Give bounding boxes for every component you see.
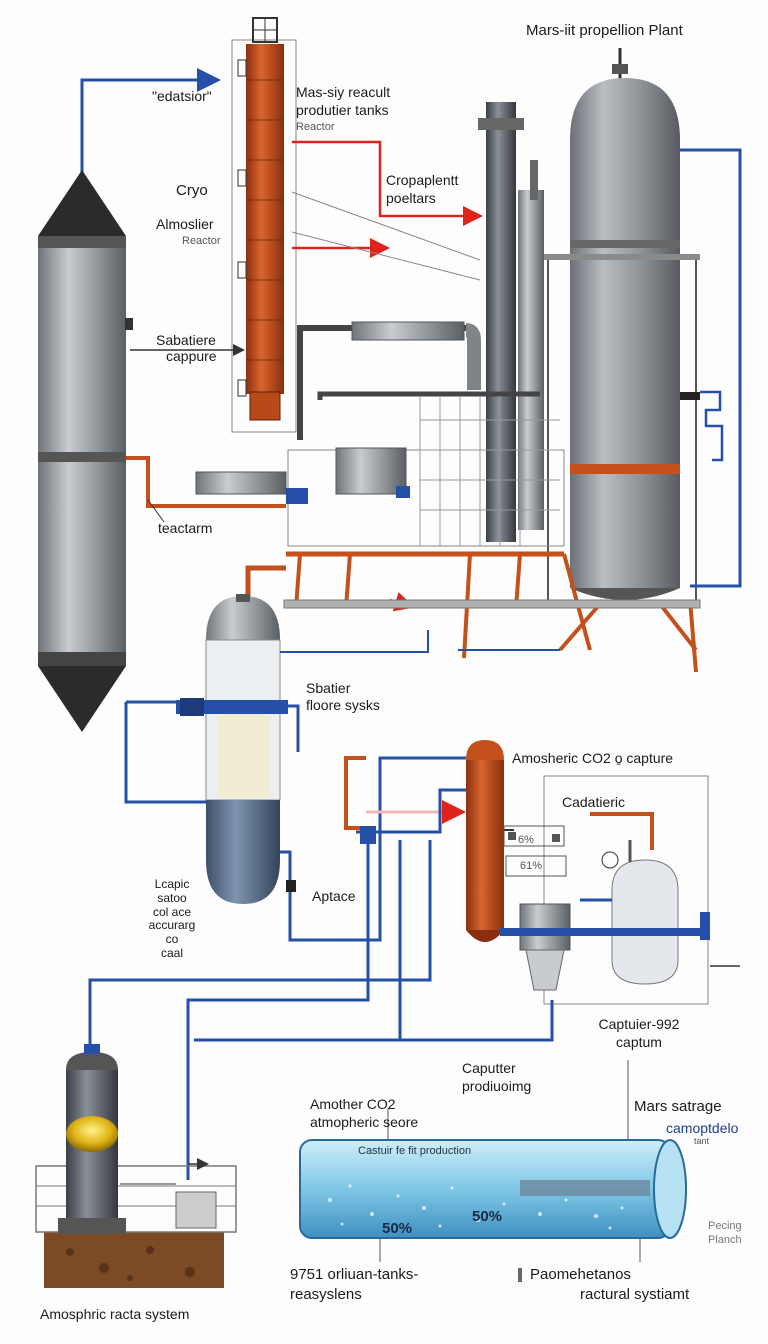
label-camoptdelo: camoptdelo bbox=[666, 1120, 739, 1136]
label-aptace: Aptace bbox=[312, 888, 356, 904]
label-tant: tant bbox=[694, 1136, 710, 1146]
legend-marker bbox=[518, 1268, 522, 1282]
label-sabatiere-1: Sabatiere bbox=[156, 332, 216, 348]
label-almoslier: Almoslier bbox=[156, 216, 214, 232]
label-teactarm: teactarm bbox=[158, 520, 213, 536]
label-pct-50a: 50% bbox=[382, 1220, 413, 1237]
label-tanks-1: 9751 orliuan-tanks- bbox=[290, 1266, 419, 1283]
label-pct-65: 6% bbox=[518, 834, 534, 846]
cryo-storage-tank bbox=[38, 170, 133, 732]
label-lcapic-2: satoo bbox=[157, 890, 187, 905]
label-lcapic-1: Lcapic bbox=[154, 877, 190, 891]
sabatier-reactor-column bbox=[130, 17, 297, 433]
label-sabatiere-2: cappure bbox=[166, 348, 217, 364]
label-amosheric-capture: Amosheric CO2 o̱ capture bbox=[512, 750, 674, 766]
label-lcapic-6: caal bbox=[160, 945, 183, 960]
label-cropaplent-2: poeltars bbox=[386, 190, 436, 206]
co2-capture-vessel bbox=[466, 740, 514, 942]
plant-title: Mars-iit propellion Plant bbox=[526, 22, 683, 39]
process-skid bbox=[126, 396, 701, 673]
capture-module bbox=[400, 775, 740, 1042]
label-reactor-small-2: Reactor bbox=[182, 235, 221, 247]
sabatier-floor-tank bbox=[124, 594, 466, 942]
label-edatsior: "edatsior" bbox=[152, 88, 212, 104]
central-stack bbox=[297, 102, 544, 542]
label-pecing-1: Pecing bbox=[708, 1220, 742, 1232]
label-lcapic-3: col ace bbox=[152, 904, 192, 919]
label-amosphric-system: Amosphric racta system bbox=[40, 1306, 190, 1322]
label-caputter-1: Caputter bbox=[462, 1060, 516, 1076]
label-tanks-2: reasyslens bbox=[290, 1286, 362, 1303]
label-pct-61: 61% bbox=[520, 860, 543, 872]
label-castuir: Castuir fe fit production bbox=[358, 1145, 472, 1157]
label-reactor-small: Reactor bbox=[296, 121, 335, 133]
label-lcapic-group: Lcapic satoo col ace accurarg co caal bbox=[142, 877, 202, 961]
propellant-main-vessel bbox=[544, 48, 742, 600]
blue-pipe-top bbox=[80, 68, 221, 180]
label-reactor-tanks-2: produtier tanks bbox=[296, 102, 389, 118]
label-pct-50b: 50% bbox=[472, 1208, 503, 1225]
label-pecing-2: Planch bbox=[708, 1234, 742, 1246]
label-lcapic-4: accurarg bbox=[148, 918, 196, 933]
label-cryo: Cryo bbox=[176, 182, 208, 199]
label-sbatier-2: floore sysks bbox=[306, 697, 380, 713]
label-reactor-tanks-1: Mas-siy reacult bbox=[296, 84, 391, 100]
mars-storage-cylinder bbox=[299, 1060, 687, 1262]
label-captuier-992-2: captum bbox=[616, 1034, 662, 1050]
label-sbatier-1: Sbatier bbox=[306, 680, 351, 696]
red-flow-arrows bbox=[291, 140, 483, 612]
label-cadatieric: Cadatieric bbox=[562, 794, 626, 810]
label-captuier-992-1: Captuier-992 bbox=[598, 1016, 680, 1032]
atmospheric-reactor-tank bbox=[35, 1044, 237, 1288]
label-mars-satrage: Mars satrage bbox=[634, 1098, 722, 1115]
label-amother-1: Amother CO2 bbox=[310, 1096, 396, 1112]
label-paomehetanos-1: Paomehetanos bbox=[530, 1266, 631, 1283]
label-amother-2: atmopheric seore bbox=[310, 1114, 419, 1130]
label-caputter-2: prodiuoimg bbox=[462, 1078, 532, 1094]
label-paomehetanos-2: ractural systiamt bbox=[580, 1286, 690, 1303]
label-cropaplent-1: Cropaplentt bbox=[386, 172, 459, 188]
label-lcapic-5: co bbox=[165, 932, 179, 947]
